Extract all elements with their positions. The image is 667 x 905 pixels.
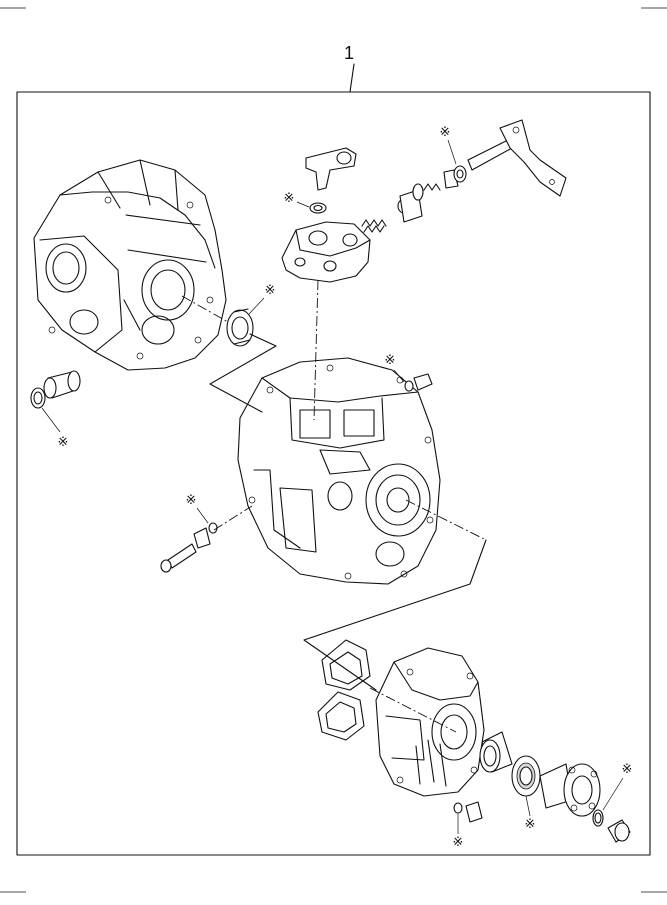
callout-number: 1 [344,43,354,63]
seal-marker-symbol: ※ [440,124,451,139]
oil-seal: ※ [226,282,276,347]
seal-marker-symbol: ※ [186,492,197,507]
shift-tower-cover [281,221,371,283]
seal-marker-symbol: ※ [525,816,536,831]
small-bolt: ※ [453,801,483,849]
seal-marker-symbol: ※ [284,190,295,205]
seal-marker-symbol: ※ [453,834,464,849]
assembly-lines [181,279,487,733]
seal-marker-symbol: ※ [265,282,276,297]
clutch-housing [33,159,227,371]
shift-lever-assembly: ※ [284,147,357,214]
plug-bolt: ※ [385,352,433,392]
shift-shaft-parts: ※ [361,119,567,233]
transmission-case [237,357,441,585]
seal-marker-symbol: ※ [622,761,633,776]
seal-marker-symbol: ※ [385,352,396,367]
drain-bolt: ※ [160,492,218,573]
companion-flange: ※ [539,761,633,843]
seal-marker-symbol: ※ [58,434,69,449]
bearing-sleeve: ※ [30,370,81,449]
output-bearing: ※ [479,731,541,831]
crop-marks [0,7,667,893]
callout-leader [349,63,355,93]
assembly-frame [16,91,651,856]
extension-housing [375,647,485,797]
